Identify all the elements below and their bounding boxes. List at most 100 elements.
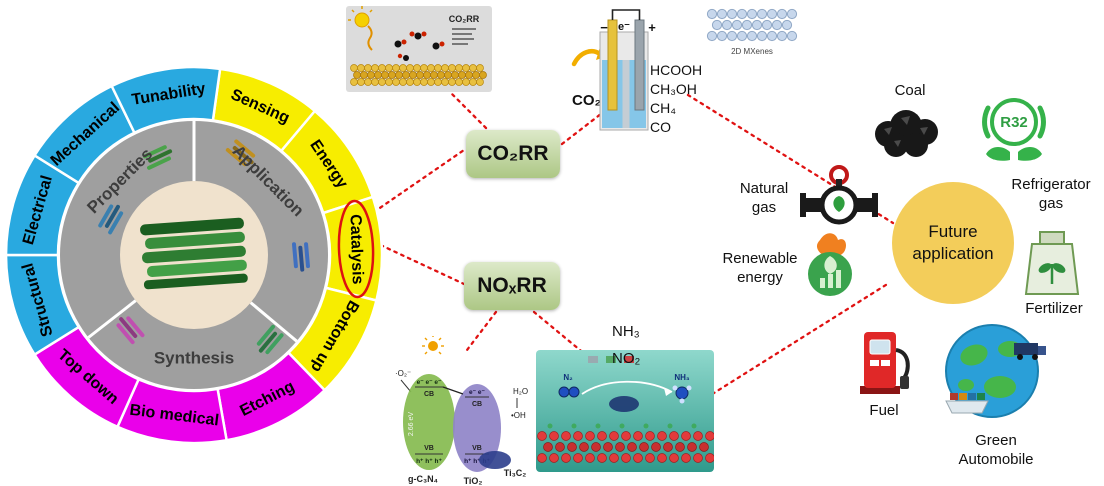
n2-label: N₂ xyxy=(563,373,573,382)
fertilizer-label: Fertilizer xyxy=(1025,300,1083,317)
product-ch4: CH₄ xyxy=(650,100,676,116)
gc3n4-vb-label: VB xyxy=(424,445,434,452)
electrochemical-cell-panel: CO₂ e⁻ − + HCOOH CH₃OH CH₄ CO xyxy=(571,8,798,135)
h2o-label: H₂O xyxy=(513,387,528,396)
membrane xyxy=(622,60,630,128)
catalysis-highlight-ellipse xyxy=(337,199,375,299)
anode-electrode xyxy=(607,19,618,111)
gc3n4-cb-label: CB xyxy=(424,391,434,398)
adsorbed-molecules xyxy=(394,31,445,61)
tio2-vb-label: VB xyxy=(472,445,482,452)
tio2-label: TiO₂ xyxy=(464,476,483,486)
refrigerator-gas-label: Refrigerator gas xyxy=(1011,176,1091,212)
product-hcooh: HCOOH xyxy=(650,62,702,78)
co2rr-box: CO₂RR xyxy=(466,130,560,178)
ring-decorations xyxy=(98,139,310,355)
minus-terminal: − xyxy=(600,20,608,35)
green-automobile-icon xyxy=(945,324,1046,418)
ti3c2-shape xyxy=(479,451,511,469)
fuel-pump-icon xyxy=(860,332,910,394)
leaf-emblem xyxy=(833,196,845,212)
segment-label-catalysis: Catalysis xyxy=(346,214,365,285)
hand-right xyxy=(1018,147,1042,161)
superoxide-label: ·O₂⁻ xyxy=(395,369,411,378)
2d-mxenes-graphic: 2D MXenes xyxy=(706,8,798,56)
plant-leaf-left xyxy=(1038,263,1052,273)
tiny-product-list-decoration xyxy=(452,28,476,45)
tio2-cb-label: CB xyxy=(472,401,482,408)
noxrr-box: NOₓRR xyxy=(464,262,560,310)
product-ch3oh: CH₃OH xyxy=(650,81,697,97)
r32-refrigerant-icon: R32 xyxy=(982,98,1046,161)
gc3n4-holes: h⁺ h⁺ h⁺ xyxy=(416,458,442,465)
line-noxrr-nrr xyxy=(532,310,588,357)
nox-product-no2: NO₂ xyxy=(612,350,641,367)
legend-swatches xyxy=(588,356,634,363)
co2rr-catalyst-panel: CO₂RR xyxy=(346,6,492,92)
flame-shape xyxy=(816,233,846,258)
nrr-mxene-panel: N₂ NH₃ xyxy=(536,350,714,472)
future-application-circle: Future application xyxy=(892,182,1014,304)
light-squiggle-arrow xyxy=(367,25,373,51)
natural-gas-valve-icon xyxy=(800,165,878,225)
future-line1: Future xyxy=(928,221,978,241)
line-co2rr-cell xyxy=(560,108,608,146)
conversion-arrow xyxy=(581,380,673,395)
tio2-electrons: e⁻ e⁻ xyxy=(469,389,485,396)
mxene-lattice xyxy=(537,423,714,463)
n2-molecule xyxy=(558,386,580,398)
energy-bars xyxy=(820,270,841,288)
cargo-ship xyxy=(945,393,989,414)
noxrr-box-label: NOₓRR xyxy=(477,274,547,297)
tio2-holes: h⁺ h⁺ h⁺ xyxy=(464,458,490,465)
gc3n4-electrons: e⁻ e⁻ e⁻ xyxy=(417,379,442,386)
gold-mxene-surface xyxy=(350,64,487,86)
segment-tunability xyxy=(110,65,222,134)
tio2-ellipse xyxy=(453,384,501,472)
mxene-layers-graphic xyxy=(140,217,248,290)
coal-label: Coal xyxy=(894,82,926,99)
oh-label: •OH xyxy=(511,411,526,420)
inner-label-synthesis: Synthesis xyxy=(154,348,234,367)
inner-ring-dividers xyxy=(87,121,298,343)
ti3c2-label: Ti₃C₂ xyxy=(504,468,527,478)
electron-label: e⁻ xyxy=(618,21,630,33)
fertilizer-bag-icon xyxy=(1024,231,1080,295)
wheel-outer-ring xyxy=(4,65,384,445)
sun-icon xyxy=(348,6,373,28)
gc3n4-label: g-C₃N₄ xyxy=(408,474,438,484)
panel-co2rr-label: CO₂RR xyxy=(449,14,480,24)
natural-gas-label: Natural gas xyxy=(739,180,789,216)
renewable-energy-icon xyxy=(808,233,852,296)
renewable-energy-label: Renewable energy xyxy=(722,250,798,286)
fuel-label: Fuel xyxy=(869,402,899,419)
leaf-shape xyxy=(824,256,837,274)
photocatalysis-panel: ·O₂⁻ e⁻ e⁻ e⁻ CB 2.66 eV VB h⁺ h⁺ h⁺ e⁻ … xyxy=(395,336,528,486)
co2rr-box-label: CO₂RR xyxy=(477,142,549,165)
nox-products: NH₃ NO₂ xyxy=(612,318,640,372)
plus-terminal: + xyxy=(648,20,656,35)
pump-screen xyxy=(869,339,891,355)
coal-icon xyxy=(875,110,938,157)
truck xyxy=(1014,343,1046,360)
cell-products: HCOOH CH₃OH CH₄ CO xyxy=(650,62,702,135)
gc3n4-ellipse xyxy=(403,374,455,470)
pump-nozzle xyxy=(900,376,909,389)
green-automobile-label: Green Automobile xyxy=(958,432,1034,468)
plant-leaf-right xyxy=(1052,263,1066,273)
nh3-label: NH₃ xyxy=(674,373,690,382)
future-line2: application xyxy=(912,244,994,263)
r32-label: R32 xyxy=(1000,114,1028,131)
cathode-electrode xyxy=(634,19,645,111)
conversion-arrowhead xyxy=(664,388,672,396)
line-catalysis-co2rr xyxy=(372,148,466,214)
sun-icon xyxy=(422,336,444,355)
circuit-wire xyxy=(611,9,641,20)
2d-mxenes-label: 2D MXenes xyxy=(731,47,773,56)
co2-feed-label: CO₂ xyxy=(572,92,601,109)
electron-transfer-arrow xyxy=(442,386,464,395)
nh3-molecule xyxy=(672,385,692,404)
line-noxrr-photocatalysis xyxy=(465,310,498,352)
active-site-shape xyxy=(609,396,639,412)
